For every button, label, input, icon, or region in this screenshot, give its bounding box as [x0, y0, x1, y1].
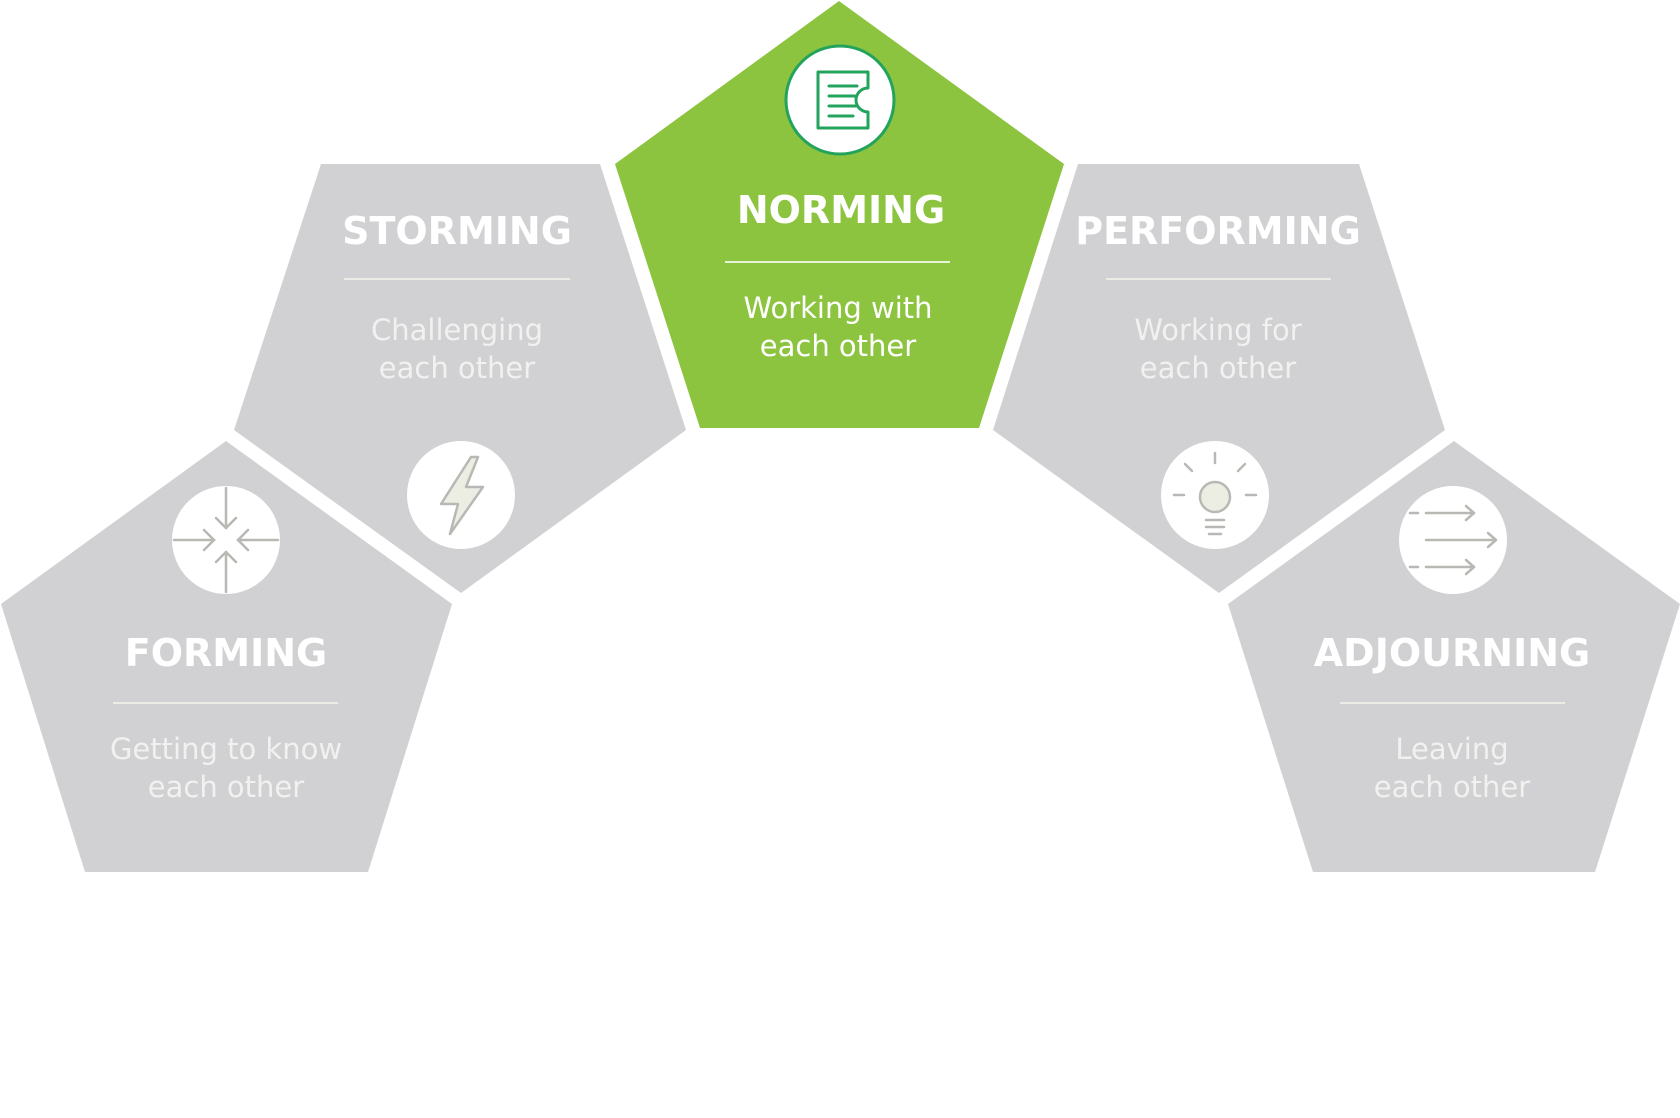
- stage-storming-desc-line2: each other: [379, 351, 535, 385]
- stage-adjourning-title: ADJOURNING: [1314, 631, 1590, 675]
- stage-storming-pentagon: [234, 164, 686, 593]
- stage-forming-title: FORMING: [125, 631, 327, 675]
- stage-norming: NORMING Working with each other: [615, 1, 1064, 428]
- stage-storming-desc-line1: Challenging: [371, 313, 543, 347]
- lightning-bolt-icon: [407, 441, 515, 549]
- stage-performing-desc-line2: each other: [1140, 351, 1296, 385]
- stage-norming-title: NORMING: [737, 188, 945, 232]
- stage-adjourning-desc-line1: Leaving: [1395, 732, 1508, 766]
- lightbulb-icon: [1161, 441, 1269, 549]
- stage-forming-pentagon: [1, 441, 452, 872]
- stage-adjourning-pentagon: [1228, 441, 1680, 872]
- stage-performing-pentagon: [993, 164, 1445, 593]
- stage-forming-desc-line2: each other: [148, 770, 304, 804]
- document-icon: [784, 44, 896, 156]
- stage-performing: PERFORMING Working for each other: [993, 164, 1445, 593]
- stage-performing-desc-line1: Working for: [1134, 313, 1301, 347]
- stage-storming-title: STORMING: [342, 209, 572, 253]
- stage-forming: FORMING Getting to know each other: [1, 441, 452, 872]
- stage-performing-title: PERFORMING: [1075, 209, 1361, 253]
- stage-storming: STORMING Challenging each other: [234, 164, 686, 593]
- stage-norming-pentagon: [615, 1, 1064, 428]
- arrows-parallel-icon: [1399, 486, 1507, 594]
- stage-norming-desc-line1: Working with: [743, 291, 932, 325]
- arrows-converging-icon: [172, 486, 280, 594]
- stage-forming-desc-line1: Getting to know: [110, 732, 342, 766]
- stage-norming-desc-line2: each other: [760, 329, 916, 363]
- stage-adjourning-desc-line2: each other: [1374, 770, 1530, 804]
- stage-adjourning: ADJOURNING Leaving each other: [1228, 441, 1680, 872]
